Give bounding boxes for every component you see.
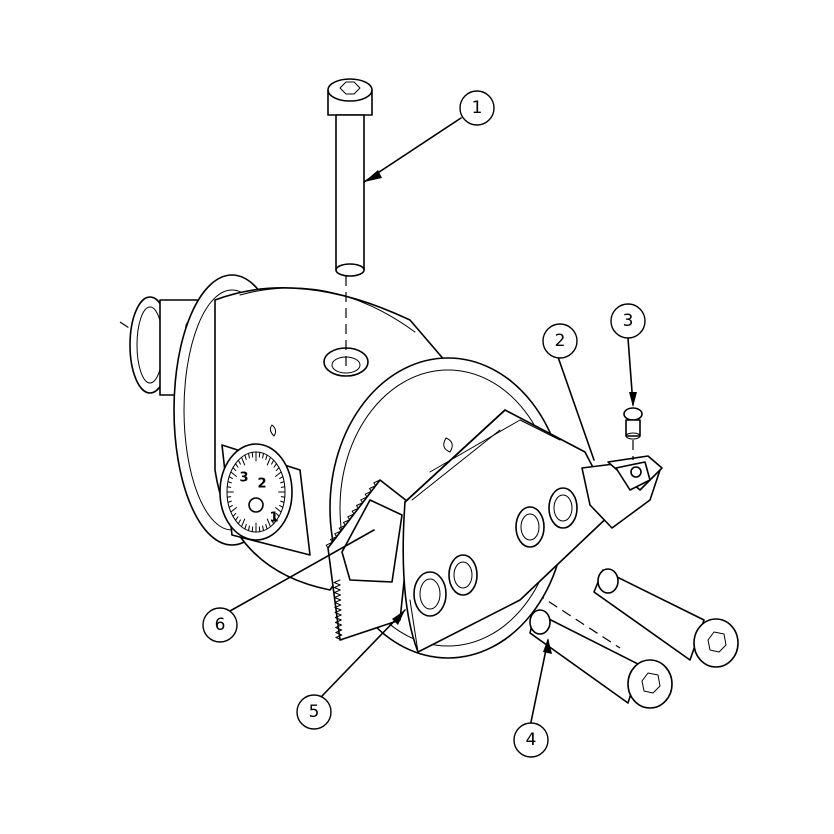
dial-tick — [280, 496, 286, 498]
leader-lines — [229, 117, 637, 723]
top-cap-screw — [327, 78, 373, 370]
dial-tick — [275, 507, 282, 513]
dial-tick — [244, 524, 247, 530]
dial-tick — [279, 476, 284, 480]
adjustment-dial: 3 2 1 — [219, 443, 293, 541]
callout-1: 1 — [459, 90, 495, 126]
dial-tick — [266, 518, 271, 528]
dial-tick — [232, 512, 237, 517]
leader-6 — [229, 529, 375, 612]
dial-tick — [262, 525, 265, 532]
dial-tick — [275, 467, 280, 472]
dial-tick — [247, 452, 250, 459]
leader-4 — [530, 639, 549, 723]
dial-tick — [227, 481, 232, 484]
dial-digit-1: 1 — [269, 511, 278, 526]
leader-1-arrowhead — [364, 170, 382, 182]
leader-5 — [321, 609, 406, 697]
dial-tick — [232, 467, 237, 472]
callout-5-label: 5 — [309, 702, 320, 722]
dial-tick — [241, 456, 246, 466]
dial-tick — [273, 463, 278, 468]
dial-tick — [280, 481, 285, 484]
dial-tick — [230, 471, 237, 477]
dial-tick — [228, 504, 233, 508]
dial-tick — [280, 486, 286, 488]
dial-tick — [226, 486, 232, 488]
leader-1 — [363, 117, 462, 183]
callout-6: 6 — [202, 607, 238, 643]
dial-tick — [237, 459, 241, 465]
callout-5: 5 — [296, 694, 332, 730]
dial-tick — [247, 525, 250, 532]
front-cap-screw-rear — [593, 568, 739, 668]
leader-3-arrowhead — [629, 392, 637, 407]
dial-tick — [265, 524, 268, 530]
dial-tick — [227, 500, 232, 503]
dial-tick — [279, 504, 284, 508]
dial-tick — [234, 463, 239, 468]
callout-2-label: 2 — [555, 331, 566, 351]
dial-tick — [230, 507, 237, 513]
dial-digit-3: 3 — [239, 471, 248, 486]
dial-tick — [275, 471, 282, 477]
leader-2 — [557, 356, 595, 461]
dial-tick — [234, 516, 239, 521]
leader-5-arrowhead — [392, 610, 405, 625]
slide-bores — [413, 487, 578, 617]
dial-digit-2: 2 — [257, 477, 266, 492]
dial-tick — [271, 519, 275, 525]
dial-tick — [275, 512, 280, 517]
dial-tick — [273, 516, 278, 521]
callout-3: 3 — [610, 303, 646, 339]
boring-bar — [581, 455, 663, 529]
dial-tick — [266, 456, 271, 466]
front-cap-screw-front — [529, 609, 673, 709]
dial-tick — [244, 454, 247, 460]
dial-tick — [237, 519, 241, 525]
dial-tick — [241, 518, 246, 528]
callout-1-label: 1 — [472, 98, 483, 118]
dial-tick — [226, 496, 232, 498]
dial-tick — [262, 452, 265, 459]
dial-tick — [271, 459, 275, 465]
callout-2: 2 — [542, 323, 578, 359]
callout-4: 4 — [513, 722, 549, 758]
dial-tick — [280, 500, 285, 503]
dial-tick — [265, 454, 268, 460]
callout-6-label: 6 — [215, 615, 226, 635]
dial-tick — [228, 476, 233, 480]
insert-screw — [623, 407, 643, 460]
callout-4-label: 4 — [526, 730, 537, 750]
leader-4-arrowhead — [543, 638, 552, 654]
callout-3-label: 3 — [623, 311, 634, 331]
